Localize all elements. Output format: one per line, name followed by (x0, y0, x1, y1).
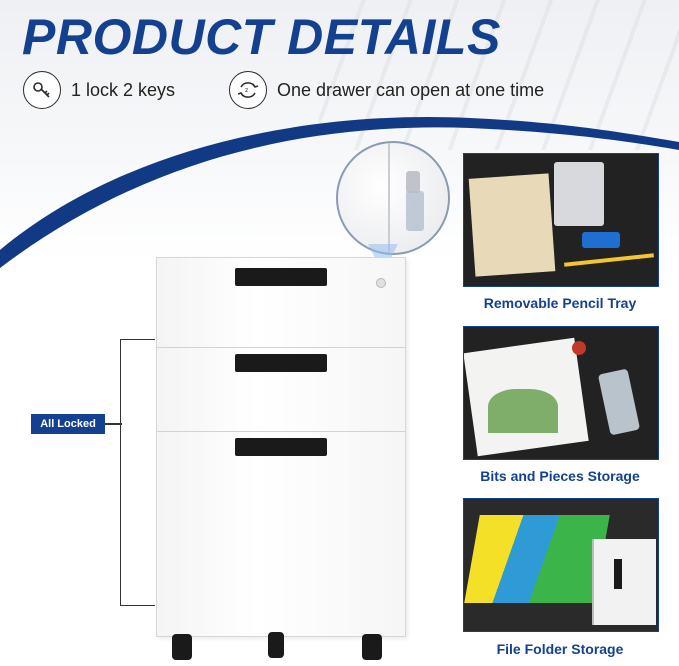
hanging-folders (464, 515, 610, 603)
lock-zoom-detail (336, 141, 450, 255)
panel-caption: File Folder Storage (496, 641, 624, 657)
lock-cylinder (406, 171, 420, 193)
stamp (572, 341, 586, 355)
caster-wheel (268, 632, 284, 658)
locked-connector (104, 423, 122, 425)
panel-file-folders (463, 498, 659, 632)
filing-cabinet (156, 257, 406, 637)
notebook (468, 173, 556, 277)
lock-keyhole (376, 278, 386, 288)
feature-label: One drawer can open at one time (277, 79, 545, 100)
drawer-top (157, 258, 405, 347)
feature-label: 1 lock 2 keys (71, 79, 176, 100)
plant-illustration (488, 389, 558, 433)
panel-pencil-tray (463, 153, 659, 287)
calculator (554, 162, 604, 226)
drawer-cycle-icon: z (229, 71, 267, 109)
key-icon (406, 191, 424, 231)
drawer-handle (235, 438, 327, 456)
panel-caption: Bits and Pieces Storage (480, 468, 640, 484)
panel-bits-storage (463, 326, 659, 460)
stapler (582, 232, 620, 248)
all-locked-badge: All Locked (31, 414, 105, 434)
drawer-handle (614, 559, 622, 589)
drawer-bottom (157, 431, 405, 636)
panel-caption: Removable Pencil Tray (483, 295, 637, 311)
drawer-middle (157, 347, 405, 432)
page-title: PRODUCT DETAILS (22, 9, 501, 65)
drawer-front (592, 539, 656, 625)
drawer-handle (235, 268, 327, 286)
svg-text:z: z (245, 87, 248, 94)
feature-lock-keys: 1 lock 2 keys (23, 71, 175, 109)
locked-bracket (120, 339, 155, 606)
drawer-handle (235, 354, 327, 372)
key-icon (23, 71, 61, 109)
phone (597, 368, 641, 436)
feature-single-drawer: z One drawer can open at one time (229, 71, 544, 109)
pencil (564, 253, 654, 267)
caster-wheel (362, 634, 382, 660)
caster-wheel (172, 634, 192, 660)
